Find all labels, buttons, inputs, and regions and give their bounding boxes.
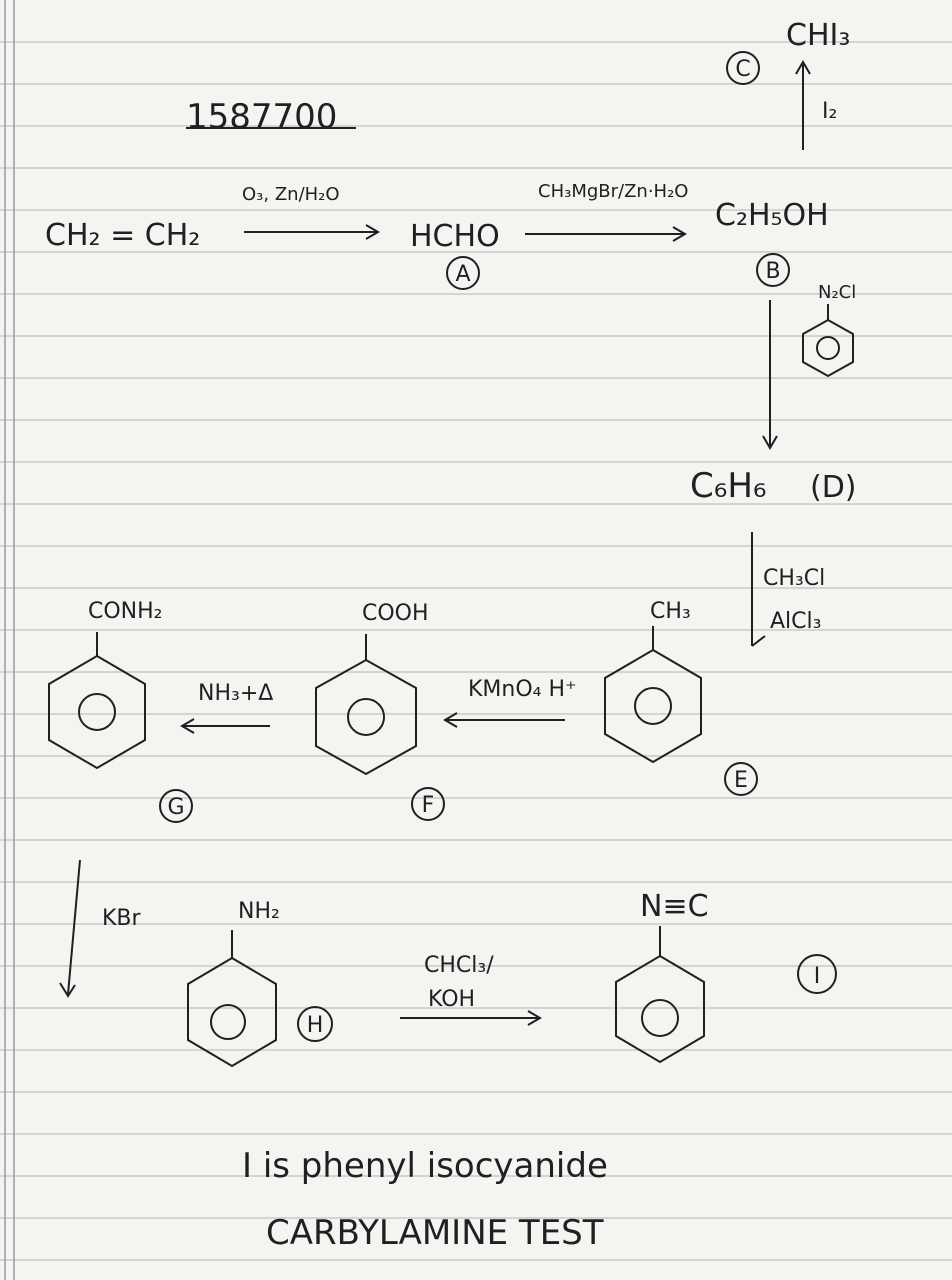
arrow-carbylamine <box>400 1010 542 1026</box>
formaldehyde-formula: HCHO <box>410 219 500 254</box>
toluene-ring <box>604 626 702 764</box>
arrow-oxidation <box>443 712 565 728</box>
arrow-amidation <box>180 718 270 734</box>
benzamide-ring <box>48 632 146 770</box>
label-e: E <box>734 768 748 793</box>
label-c: C <box>735 57 750 82</box>
label-b: B <box>765 259 780 284</box>
arrow-to-benzene <box>762 300 778 450</box>
label-i-circle <box>797 954 837 994</box>
label-g: G <box>167 795 184 820</box>
arrow-grignard <box>525 226 687 242</box>
chloroform-reagent: CHCl₃/ <box>424 953 494 978</box>
arrow-hofmann <box>59 859 81 998</box>
bromide-reagent: KBr <box>102 906 142 931</box>
label-c-circle <box>726 51 760 85</box>
ozonolysis-reagent: O₃, Zn/H₂O <box>242 184 340 205</box>
arrow-friedel-crafts <box>751 532 766 647</box>
iodoform-formula: CHI₃ <box>786 18 850 53</box>
phenyl-isocyanide-ring <box>615 926 705 1064</box>
note-test-name: CARBYLAMINE TEST <box>266 1213 604 1253</box>
arrow-iodoform <box>795 60 811 150</box>
isocyanide-substituent: N≡C <box>640 889 709 924</box>
arrow-ozonolysis <box>244 224 380 240</box>
label-a-circle <box>446 256 480 290</box>
label-a: A <box>455 262 470 287</box>
iodine-reagent: I₂ <box>822 99 837 124</box>
ammonia-reagent: NH₃+Δ <box>198 681 273 706</box>
label-d: (D) <box>810 470 857 505</box>
label-h-circle <box>297 1006 333 1042</box>
benzene-formula: C₆H₆ <box>690 466 767 506</box>
ethene-formula: CH₂ = CH₂ <box>45 218 200 253</box>
label-e-circle <box>724 762 758 796</box>
carboxyl-substituent: COOH <box>362 601 429 626</box>
label-f: F <box>422 793 435 818</box>
aluminium-chloride-reagent: AlCl₃ <box>770 609 821 634</box>
methyl-substituent: CH₃ <box>650 599 691 624</box>
aniline-ring <box>187 930 277 1068</box>
label-f-circle <box>411 787 445 821</box>
benzoic-acid-ring <box>315 634 417 776</box>
page-code: 1587700 <box>186 97 337 137</box>
diazonium-reagent: N₂Cl <box>818 282 856 303</box>
grignard-reagent: CH₃MgBr/Zn·H₂O <box>538 181 688 202</box>
amide-substituent: CONH₂ <box>88 599 163 624</box>
label-g-circle <box>159 789 193 823</box>
ruled-lines <box>0 41 952 1261</box>
margin-lines <box>4 0 15 1280</box>
label-h: H <box>307 1013 324 1038</box>
potassium-hydroxide-reagent: KOH <box>428 987 475 1012</box>
amino-substituent: NH₂ <box>238 899 280 924</box>
benzenediazonium-ring <box>802 304 854 378</box>
methyl-chloride-reagent: CH₃Cl <box>763 566 825 591</box>
ethanol-formula: C₂H₅OH <box>715 198 829 233</box>
label-b-circle <box>756 253 790 287</box>
note-identity: I is phenyl isocyanide <box>242 1146 608 1186</box>
permanganate-reagent: KMnO₄ H⁺ <box>468 677 577 702</box>
label-i: I <box>814 964 821 989</box>
